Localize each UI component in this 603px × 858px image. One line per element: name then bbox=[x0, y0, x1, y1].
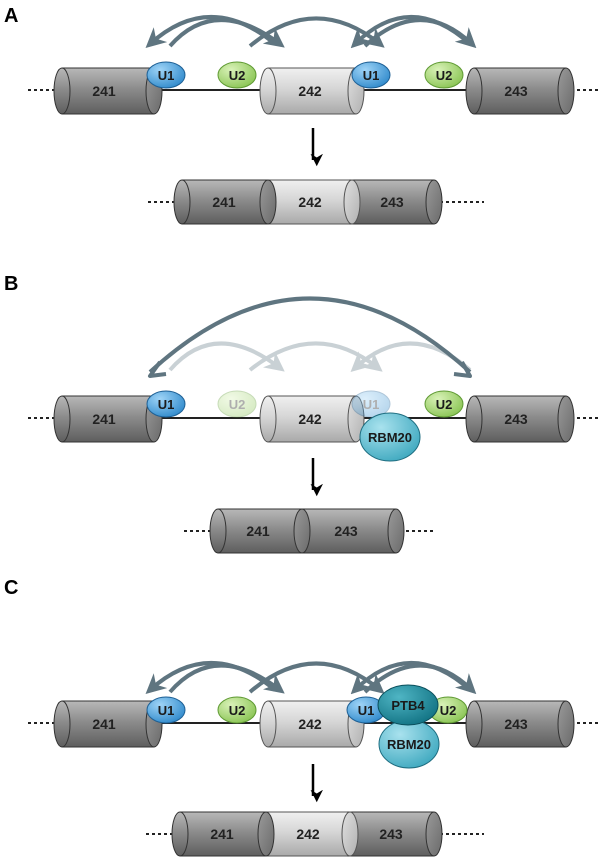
panel-label-b: B bbox=[4, 273, 18, 295]
u2-factor: U2 bbox=[217, 61, 257, 89]
faded-splice-arcs-b bbox=[168, 341, 472, 373]
exon-241-b: 241 bbox=[53, 395, 163, 443]
u2-factor: U2 bbox=[424, 61, 464, 89]
exon-skip-arc bbox=[148, 296, 472, 374]
svg-text:U2: U2 bbox=[436, 397, 453, 412]
u1-factor: U1 bbox=[146, 696, 186, 724]
exon-label: 241 bbox=[92, 83, 116, 99]
u1-factor: U1 bbox=[146, 61, 186, 89]
svg-text:U1: U1 bbox=[158, 703, 175, 718]
exon-label: 243 bbox=[334, 523, 358, 539]
panel-b: B 241 242 243 bbox=[4, 273, 598, 554]
u1-factor-faded: U1 bbox=[351, 390, 391, 418]
svg-text:U2: U2 bbox=[436, 68, 453, 83]
exon-label: 243 bbox=[379, 826, 403, 842]
svg-text:U1: U1 bbox=[363, 397, 380, 412]
u1-factor: U1 bbox=[146, 390, 186, 418]
spliced-product-c: 241 242 243 bbox=[146, 811, 484, 857]
svg-text:U2: U2 bbox=[229, 68, 246, 83]
svg-text:U1: U1 bbox=[363, 68, 380, 83]
rbm20-factor: RBM20 bbox=[378, 719, 440, 769]
exon-label: 243 bbox=[380, 194, 404, 210]
exon-243-b: 243 bbox=[465, 395, 575, 443]
exon-label: 242 bbox=[298, 411, 322, 427]
svg-text:U2: U2 bbox=[229, 397, 246, 412]
spliced-product-b: 241 243 bbox=[184, 508, 436, 554]
panel-label-c: C bbox=[4, 577, 18, 599]
panel-c: C 241 242 243 bbox=[4, 577, 598, 857]
u2-factor-faded: U2 bbox=[217, 390, 257, 418]
rbm20-factor: RBM20 bbox=[359, 412, 421, 462]
exon-label: 242 bbox=[298, 716, 322, 732]
exon-243-c: 243 bbox=[465, 700, 575, 748]
exon-242-a: 242 bbox=[259, 67, 365, 115]
exon-label: 243 bbox=[504, 716, 528, 732]
u2-factor: U2 bbox=[424, 390, 464, 418]
arrowhead-icon bbox=[148, 360, 167, 378]
exon-label: 242 bbox=[296, 826, 320, 842]
svg-text:U2: U2 bbox=[229, 703, 246, 718]
exon-label: 243 bbox=[504, 411, 528, 427]
svg-text:U1: U1 bbox=[158, 68, 175, 83]
svg-text:RBM20: RBM20 bbox=[368, 430, 412, 445]
panel-label-a: A bbox=[4, 5, 18, 27]
exon-242-b: 242 bbox=[259, 395, 365, 443]
exon-label: 241 bbox=[212, 194, 236, 210]
panel-a: A 241 242 bbox=[4, 5, 598, 225]
u1-factor: U1 bbox=[351, 61, 391, 89]
svg-text:PTB4: PTB4 bbox=[391, 698, 425, 713]
exon-label: 242 bbox=[298, 194, 322, 210]
svg-text:U1: U1 bbox=[158, 397, 175, 412]
exon-label: 242 bbox=[298, 83, 322, 99]
splice-arcs-c bbox=[145, 661, 477, 695]
exon-241-a: 241 bbox=[53, 67, 163, 115]
svg-text:RBM20: RBM20 bbox=[387, 737, 431, 752]
exon-label: 243 bbox=[504, 83, 528, 99]
arc-u1-to-243 bbox=[363, 18, 477, 49]
svg-text:U1: U1 bbox=[358, 703, 375, 718]
arc-242-in bbox=[168, 18, 285, 48]
exon-label: 241 bbox=[210, 826, 234, 842]
spliced-product-a: 241 242 243 bbox=[148, 179, 484, 225]
exon-label: 241 bbox=[92, 411, 116, 427]
splice-arcs-a bbox=[145, 15, 477, 49]
exon-label: 241 bbox=[246, 523, 270, 539]
exon-243-a: 243 bbox=[465, 67, 575, 115]
arrowhead-icon bbox=[453, 361, 472, 378]
exon-241-c: 241 bbox=[53, 700, 163, 748]
svg-text:U2: U2 bbox=[440, 703, 457, 718]
ptb4-factor: PTB4 bbox=[377, 684, 439, 726]
exon-label: 241 bbox=[92, 716, 116, 732]
u2-factor: U2 bbox=[217, 696, 257, 724]
